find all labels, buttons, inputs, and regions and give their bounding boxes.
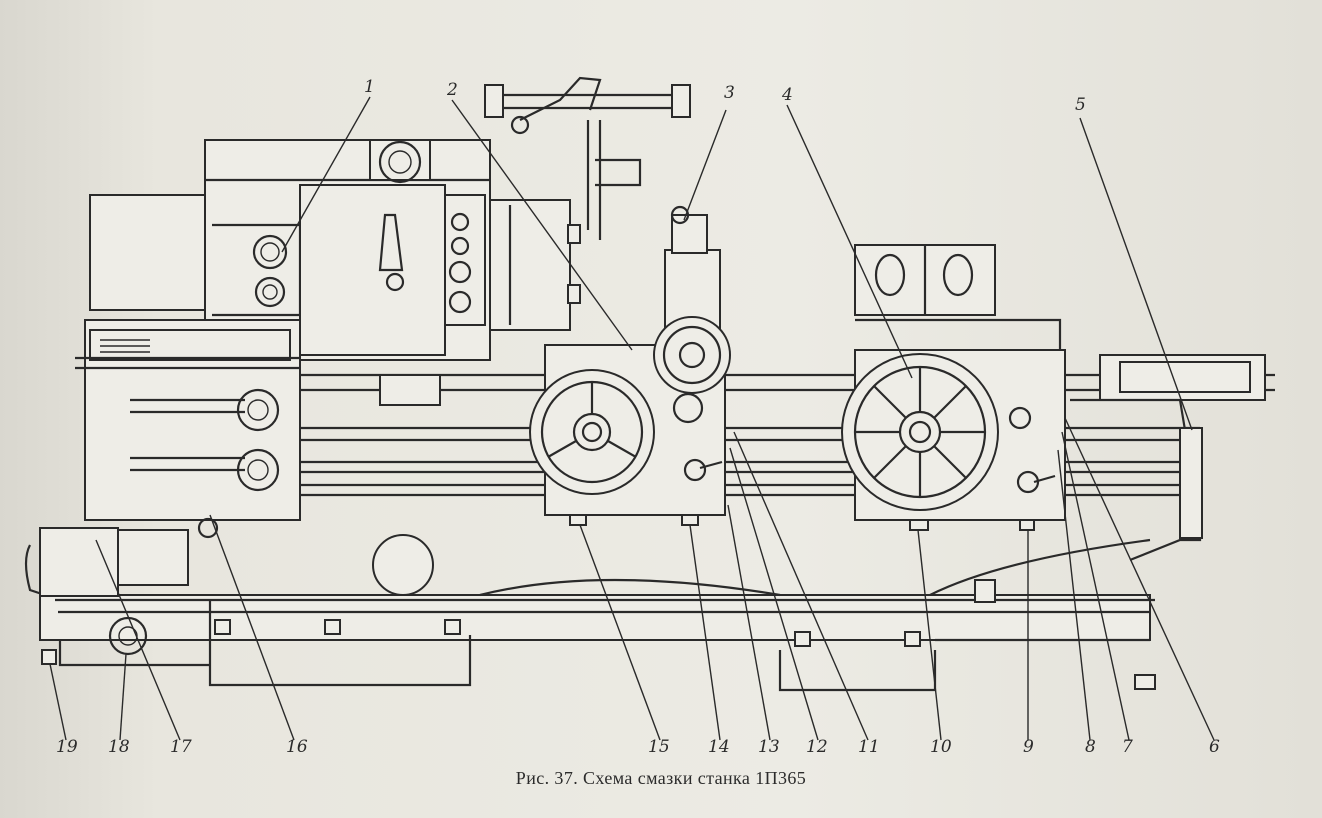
tail-end (1070, 354, 1266, 690)
callout-12: 12 (806, 737, 828, 757)
callout-15: 15 (648, 737, 670, 757)
callout-3: 3 (724, 83, 735, 103)
callout-1: 1 (364, 77, 375, 97)
callout-9: 9 (1023, 737, 1034, 757)
chuck (489, 199, 581, 331)
callout-18: 18 (108, 737, 130, 757)
turret-carriage (529, 205, 731, 526)
callout-16: 16 (286, 737, 308, 757)
callout-4: 4 (781, 85, 793, 105)
figure-caption: Рис. 37. Схема смазки станка 1П365 (515, 768, 807, 788)
callout-17: 17 (170, 737, 192, 757)
callout-2: 2 (446, 80, 458, 100)
callout-10: 10 (930, 737, 952, 757)
callout-8: 8 (1085, 737, 1096, 757)
leader-lines (49, 96, 1215, 741)
callout-labels: 1 2 3 4 5 6 7 8 9 10 11 12 13 14 15 16 1… (56, 77, 1220, 757)
pump-motor (39, 517, 434, 665)
callout-7: 7 (1122, 737, 1133, 757)
callout-14: 14 (708, 737, 730, 757)
bed-feet (214, 579, 996, 647)
callout-11: 11 (858, 737, 880, 757)
callout-13: 13 (758, 737, 780, 757)
callout-5: 5 (1075, 95, 1086, 115)
overhead-bar (484, 76, 691, 240)
callout-6: 6 (1209, 737, 1220, 757)
callout-19: 19 (56, 737, 78, 757)
gearbox-apron-left (75, 319, 301, 521)
cross-slide-carriage (841, 244, 1066, 531)
headstock-gauges (252, 140, 472, 314)
